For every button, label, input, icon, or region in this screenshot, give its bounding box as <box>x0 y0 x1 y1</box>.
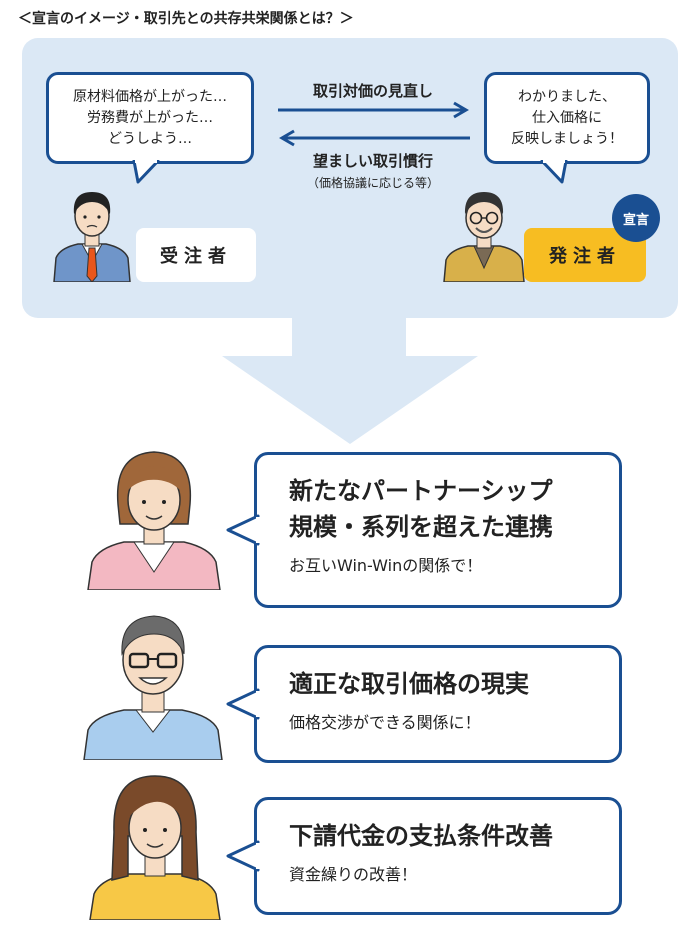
person-woman-long-hair-avatar <box>89 775 221 920</box>
bubble-line: 原材料価格が上がった… <box>73 88 227 105</box>
buyer-speech-bubble: わかりました、 仕入価格に 反映しましょう！ <box>484 72 650 164</box>
card-heading: 規模・系列を超えた連携 <box>289 513 553 541</box>
bubble-line: 労務費が上がった… <box>87 109 213 126</box>
supplier-avatar <box>53 192 131 282</box>
supplier-role-card: 受注者 <box>136 228 256 282</box>
partnership-card: 新たなパートナーシップ 規模・系列を超えた連携 お互いWin-Winの関係で！ <box>254 452 622 608</box>
card-heading: 適正な取引価格の現実 <box>289 670 529 698</box>
buyer-avatar <box>443 192 525 282</box>
declaration-badge: 宣言 <box>612 194 660 242</box>
bubble-tail-icon <box>540 160 568 184</box>
person-woman-short-hair-avatar <box>87 451 221 590</box>
card-subtext: 価格交渉ができる関係に！ <box>289 713 481 732</box>
card-heading: 新たなパートナーシップ <box>289 477 553 505</box>
bubble-line: 反映しましょう！ <box>511 130 623 147</box>
page-title: ＜宣言のイメージ・取引先との共存共栄関係とは？＞ <box>18 11 354 27</box>
bubble-line: 仕入価格に <box>532 109 602 126</box>
bubble-tail-icon <box>226 514 260 546</box>
arrow-left-icon <box>279 129 470 147</box>
card-heading: 下請代金の支払条件改善 <box>289 822 553 850</box>
supplier-speech-bubble: 原材料価格が上がった… 労務費が上がった… どうしよう… <box>46 72 254 164</box>
card-subtext: 資金繰りの改善！ <box>289 865 418 884</box>
arrow-left-sublabel: （価格協議に応じる等） <box>306 176 439 190</box>
bubble-tail-icon <box>226 840 260 872</box>
arrow-left-label: 望ましい取引慣行 <box>312 152 433 170</box>
bubble-tail-icon <box>132 160 160 184</box>
arrow-right-label: 取引対価の見直し <box>312 82 433 100</box>
fair-price-card: 適正な取引価格の現実 価格交渉ができる関係に！ <box>254 645 622 763</box>
payment-terms-card: 下請代金の支払条件改善 資金繰りの改善！ <box>254 797 622 915</box>
person-man-glasses-avatar <box>83 615 223 760</box>
card-subtext: お互いWin-Winの関係で！ <box>289 556 483 575</box>
arrow-right-icon <box>278 101 469 119</box>
bubble-line: わかりました、 <box>518 88 616 105</box>
bubble-line: どうしよう… <box>108 130 192 147</box>
bubble-tail-icon <box>226 688 260 720</box>
